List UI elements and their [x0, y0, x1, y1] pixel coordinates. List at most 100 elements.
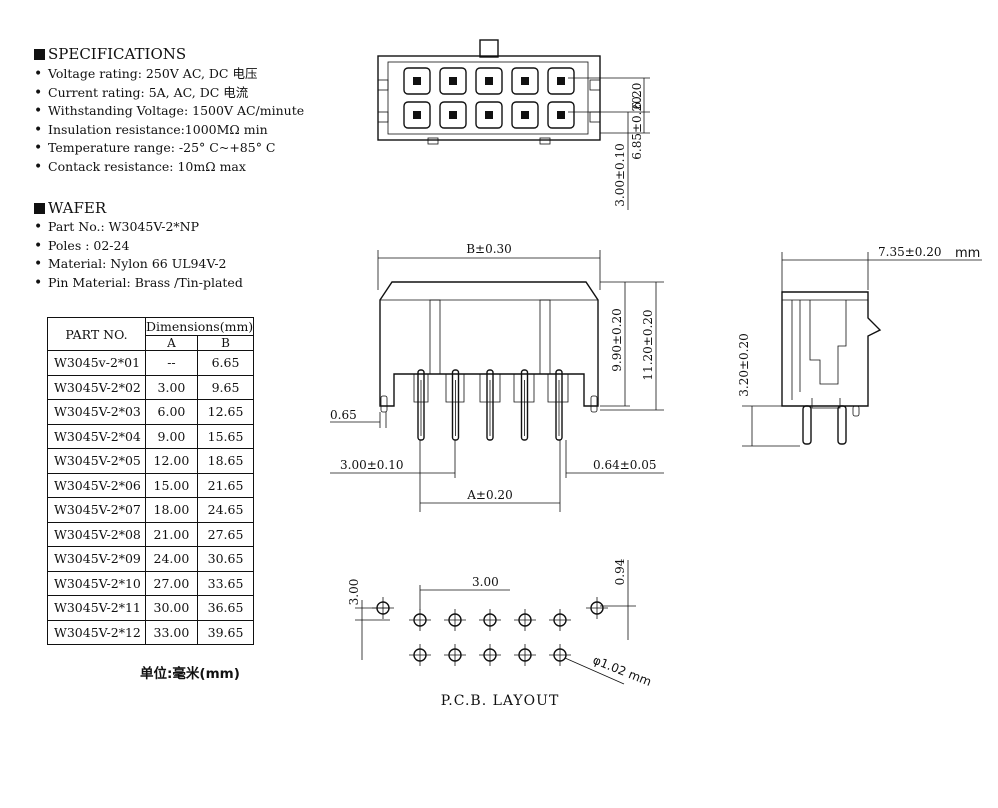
side-housing — [781, 291, 882, 407]
terminal-square — [485, 111, 493, 119]
dim-label: 3.00 — [472, 575, 499, 589]
part-cell: W3045V-2*04 — [47, 423, 146, 449]
column-b-header: B — [196, 335, 255, 351]
dim-label: 0.64±0.05 — [593, 458, 657, 472]
side-notch — [377, 111, 389, 123]
b-cell: 21.65 — [196, 472, 255, 498]
wafer-item: Material: Nylon 66 UL94V-2 — [34, 255, 243, 274]
spec-item: Voltage rating: 250V AC, DC 电压 — [34, 65, 304, 84]
terminal-square — [557, 77, 565, 85]
part-cell: W3045V-2*09 — [47, 546, 146, 572]
dim-label: 9.90±0.20 — [610, 308, 624, 372]
side-pin — [802, 405, 812, 445]
wafer-list: Part No.: W3045V-2*NP Poles : 02-24 Mate… — [34, 218, 243, 292]
latch-slot — [539, 299, 551, 375]
dim-label: 6.85±0.20 — [630, 96, 644, 160]
b-cell: 33.65 — [196, 570, 255, 596]
part-cell: W3045V-2*11 — [47, 595, 146, 621]
terminal-square — [449, 111, 457, 119]
peg — [380, 395, 388, 413]
cavity — [547, 67, 575, 95]
peg — [590, 395, 598, 413]
side-notch — [377, 79, 389, 91]
side-notch — [589, 111, 601, 123]
part-cell: W3045V-2*02 — [47, 374, 146, 400]
cavity — [439, 101, 467, 129]
b-cell: 30.65 — [196, 546, 255, 572]
pin — [451, 369, 460, 441]
pcb-layout-title: P.C.B. LAYOUT — [441, 693, 560, 709]
pin — [486, 369, 494, 441]
a-cell: 6.00 — [145, 399, 198, 425]
cavity — [403, 101, 431, 129]
part-cell: W3045V-2*06 — [47, 472, 146, 498]
wafer-item: Part No.: W3045V-2*NP — [34, 218, 243, 237]
peg — [427, 137, 439, 145]
side-notch — [589, 79, 601, 91]
dim-label: A±0.20 — [466, 488, 512, 502]
terminal-square — [557, 111, 565, 119]
pcb-layout: 3.00 3.00 0.94 φ1.02 mm P.C.B. LAYOUT — [347, 558, 653, 709]
top-view: 6.20 6.85±0.20 3.00±0.10 — [377, 39, 650, 210]
side-peg — [852, 405, 860, 417]
b-cell: 39.65 — [196, 619, 255, 645]
cavity — [511, 101, 539, 129]
dim-label: 3.20±0.20 — [737, 333, 751, 397]
hole-pattern — [372, 597, 608, 666]
dim-label: 0.65 — [330, 408, 357, 422]
dim-label: 3.00±0.10 — [613, 143, 627, 207]
unit-label: mm — [955, 246, 980, 261]
dim-label: 3.00±0.10 — [340, 458, 404, 472]
b-cell: 24.65 — [196, 497, 255, 523]
column-a-header: A — [145, 335, 198, 351]
b-cell: 18.65 — [196, 448, 255, 474]
cavity-grid — [403, 67, 575, 129]
unit-note: 单位:毫米(mm) — [140, 666, 240, 682]
side-pin — [837, 405, 847, 445]
specifications-list: Voltage rating: 250V AC, DC 电压 Current r… — [34, 65, 304, 177]
spec-item: Contack resistance: 10mΩ max — [34, 158, 304, 177]
spec-item: Withstanding Voltage: 1500V AC/minute — [34, 102, 304, 121]
housing-outline — [379, 281, 599, 407]
dimensions-header: Dimensions(mm) — [144, 317, 255, 336]
peg — [539, 137, 551, 145]
cavity — [439, 67, 467, 95]
spec-item: Temperature range: -25° C~+85° C — [34, 139, 304, 158]
a-cell: 15.00 — [145, 472, 198, 498]
b-cell: 9.65 — [196, 374, 255, 400]
b-cell: 12.65 — [196, 399, 255, 425]
cavity — [511, 67, 539, 95]
terminal-square — [521, 111, 529, 119]
dim-label: 3.00 — [347, 579, 361, 606]
dimensions-table: PART NO. Dimensions(mm) A B W3045v-2*01-… — [47, 317, 255, 645]
pin — [417, 369, 425, 441]
cavity — [547, 101, 575, 129]
cavity — [475, 101, 503, 129]
part-cell: W3045V-2*03 — [47, 399, 146, 425]
part-cell: W3045V-2*12 — [47, 619, 146, 645]
dim-label: 6.20 — [630, 83, 644, 110]
latch-slot — [429, 299, 441, 375]
front-view: B±0.30 9.90±0.20 11.20±0.20 0.65 3.00±0.… — [330, 242, 664, 512]
dim-label: 0.94 — [613, 558, 627, 585]
leader-line — [564, 657, 625, 685]
pin — [555, 369, 563, 441]
wafer-item: Poles : 02-24 — [34, 237, 243, 256]
housing-outline — [377, 55, 601, 141]
terminal-square — [413, 77, 421, 85]
pin-row — [417, 369, 563, 441]
dim-label: 11.20±0.20 — [641, 309, 655, 380]
part-number-header: PART NO. — [47, 317, 146, 351]
dim-label: B±0.30 — [466, 242, 512, 256]
spec-item: Current rating: 5A, AC, DC 电流 — [34, 84, 304, 103]
a-cell: 12.00 — [145, 448, 198, 474]
terminal-square — [521, 77, 529, 85]
wafer-title: WAFER — [34, 199, 106, 217]
